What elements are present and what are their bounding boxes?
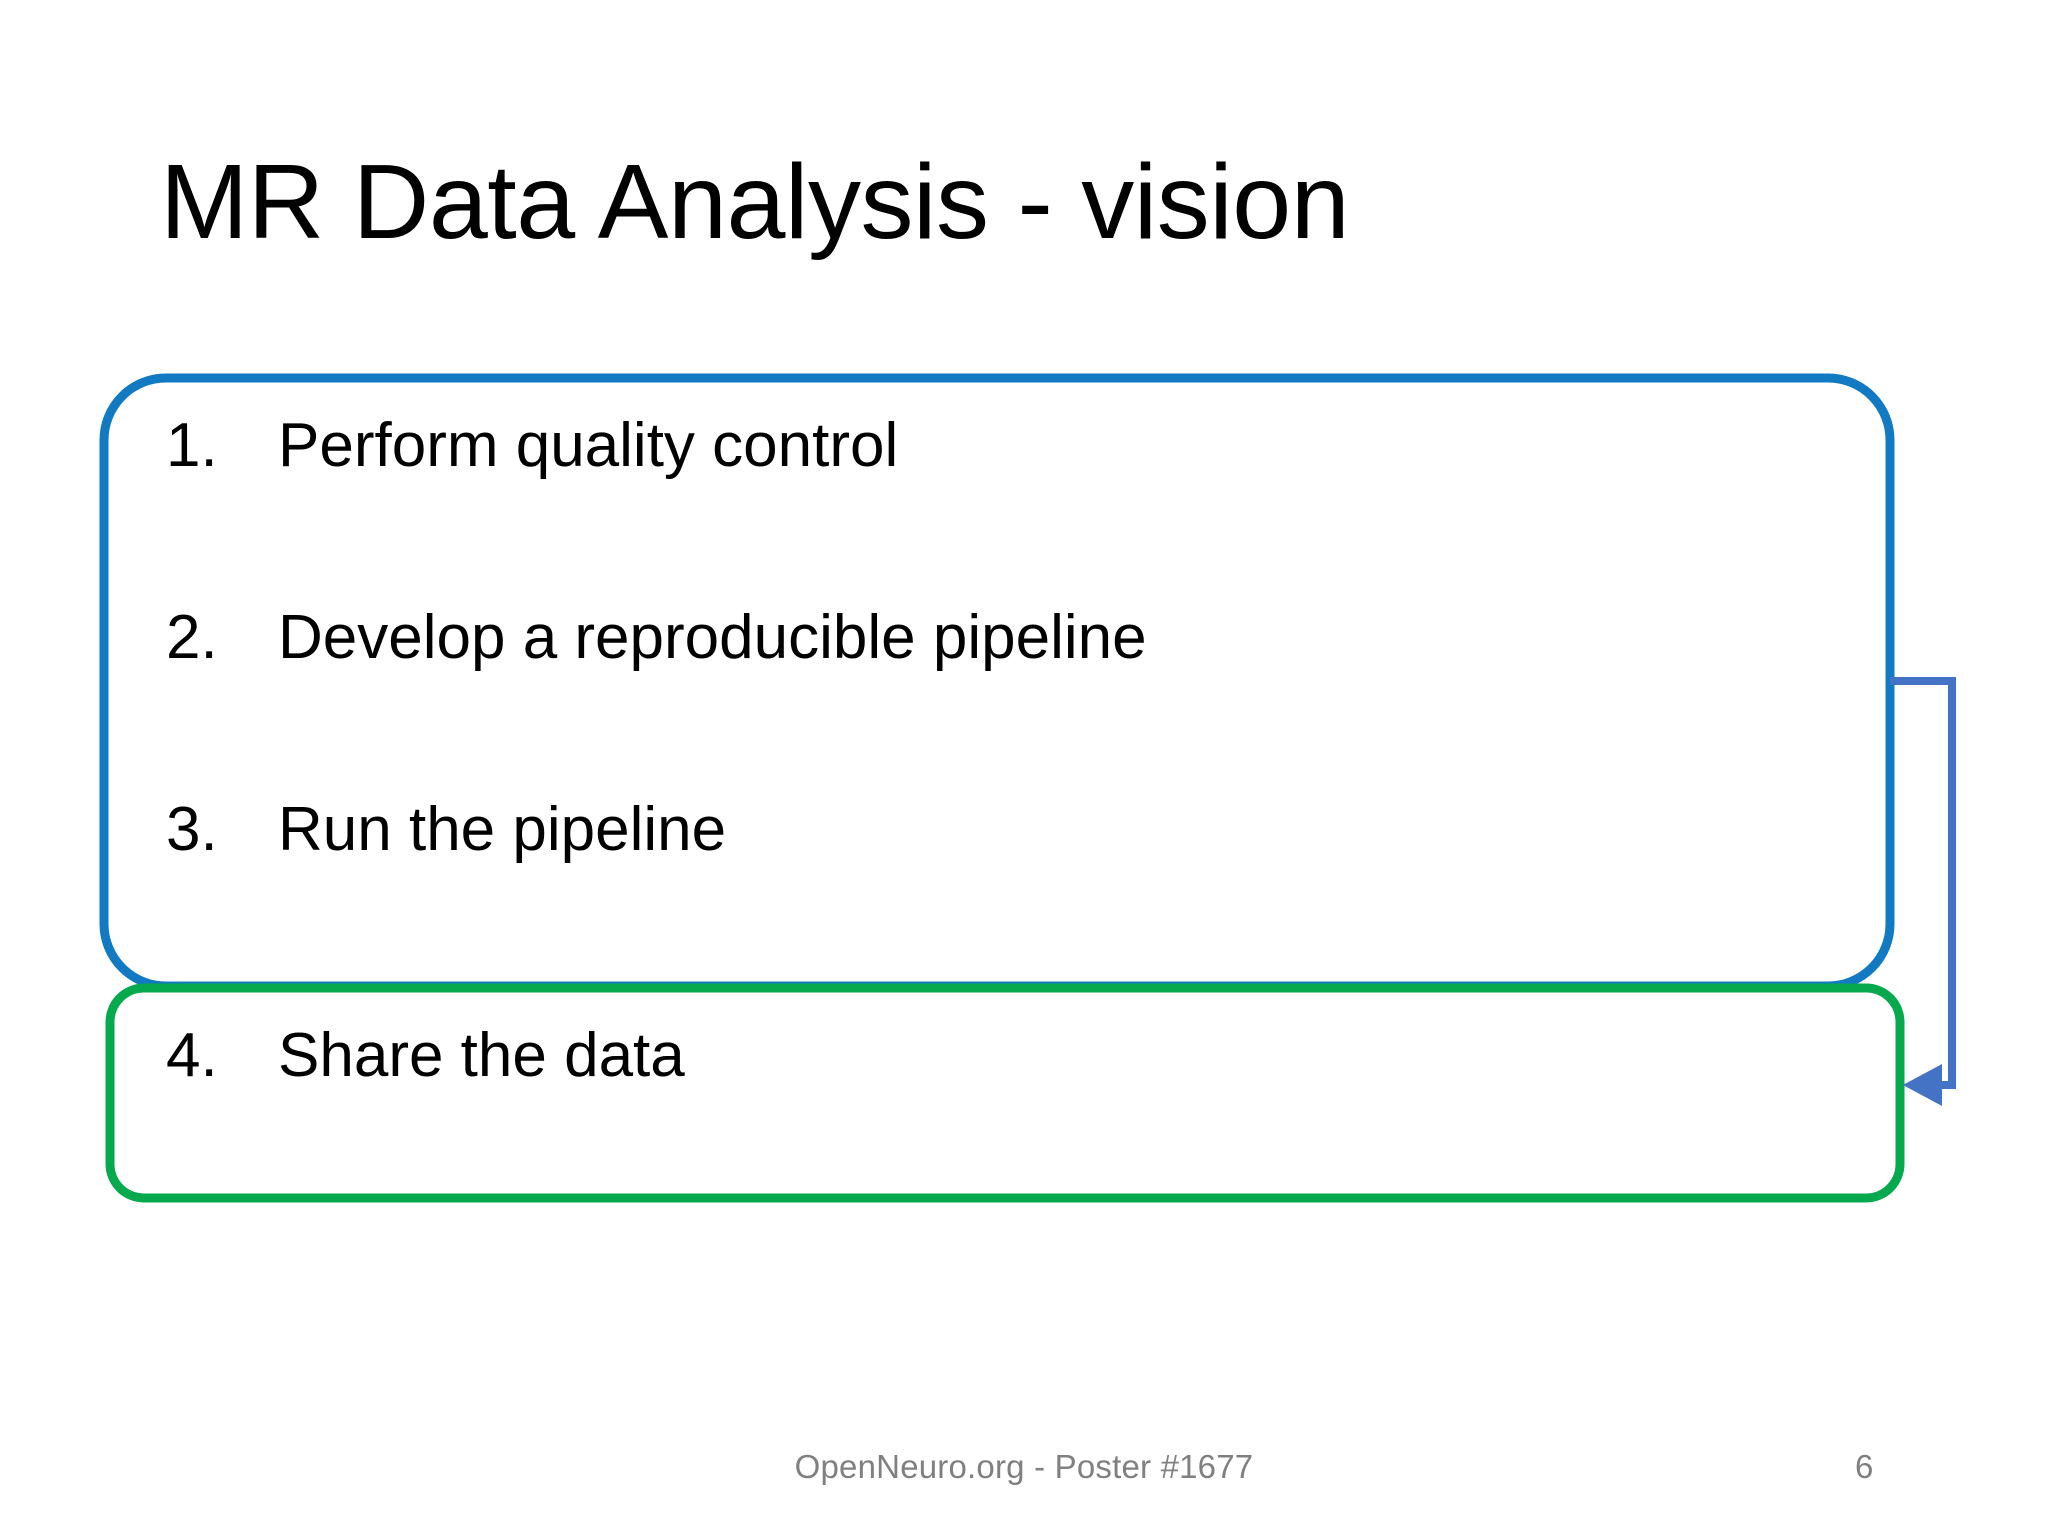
list-item-number: 1. bbox=[166, 411, 218, 480]
list-item-number: 3. bbox=[166, 795, 218, 864]
list-item: 3. Run the pipeline bbox=[166, 799, 1816, 861]
list-item: 1. Perform quality control bbox=[166, 415, 1816, 477]
list-item-label: Perform quality control bbox=[278, 411, 899, 480]
page-title: MR Data Analysis - vision bbox=[160, 143, 1350, 261]
list-item-number: 4. bbox=[166, 1021, 218, 1090]
list-item-number: 2. bbox=[166, 603, 218, 672]
footer-note: OpenNeuro.org - Poster #1677 bbox=[794, 1448, 1254, 1485]
blue-box-list: 1. Perform quality control 2. Develop a … bbox=[166, 415, 1816, 861]
list-item: 2. Develop a reproducible pipeline bbox=[166, 607, 1816, 669]
list-item-label: Run the pipeline bbox=[278, 795, 727, 864]
page-number: 6 bbox=[1855, 1448, 1874, 1485]
list-item-label: Share the data bbox=[278, 1021, 685, 1090]
list-item: 4. Share the data bbox=[166, 1025, 1816, 1087]
green-box-list: 4. Share the data bbox=[166, 1025, 1816, 1087]
connector-arrowhead-icon bbox=[1903, 1064, 1942, 1106]
list-item-label: Develop a reproducible pipeline bbox=[278, 603, 1147, 672]
green-rounded-box bbox=[105, 983, 1905, 1203]
loop-back-connector-line bbox=[1890, 677, 1956, 1089]
